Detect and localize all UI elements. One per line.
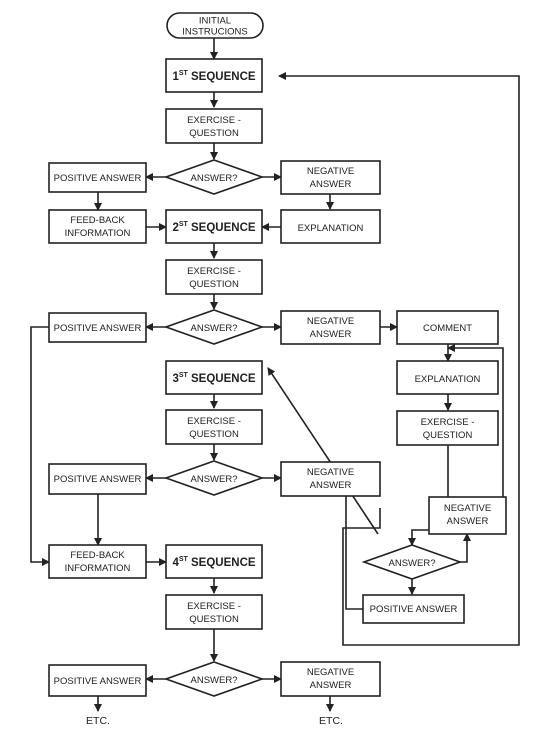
explanation-1-node: EXPLANATION	[280, 209, 381, 244]
answer-decision-remedial: ANSWER?	[361, 544, 463, 580]
sequence-4-node: 4ST SEQUENCE	[165, 544, 263, 579]
label-line-1: EXERCISE -	[187, 115, 241, 126]
box-label: POSITIVE ANSWER	[54, 323, 142, 334]
label-line-1: FEED-BACK	[70, 215, 125, 226]
box-label: EXPLANATION	[415, 374, 481, 385]
label-line-2: INFORMATION	[65, 228, 131, 239]
explanation-2-node: EXPLANATION	[396, 360, 499, 395]
label-line-2: QUESTION	[189, 429, 239, 440]
edge-pos2-fb2	[30, 326, 50, 566]
sequence-3-label: 3ST SEQUENCE	[172, 372, 255, 385]
label-line-1: FEED-BACK	[70, 550, 125, 561]
sequence-3-node: 3ST SEQUENCE	[165, 360, 263, 395]
initial-instructions-node: INITIAL INSTRUCIONS	[166, 12, 264, 39]
negative-answer-remedial-node: NEGATIVE ANSWER	[428, 496, 507, 535]
label-line-1: EXERCISE -	[187, 601, 241, 612]
label-line-2: INFORMATION	[65, 563, 131, 574]
edge-posr-neg3	[345, 484, 381, 610]
answer-decision-2: ANSWER?	[163, 309, 265, 345]
label-line-1: NEGATIVE	[307, 166, 354, 177]
exercise-question-1-node: EXERCISE - QUESTION	[165, 108, 263, 144]
positive-answer-1-node: POSITIVE ANSWER	[48, 162, 147, 193]
label-line-1: NEGATIVE	[307, 667, 354, 678]
positive-answer-3-node: POSITIVE ANSWER	[48, 463, 147, 495]
decision-label: ANSWER?	[389, 558, 436, 569]
etc-right-label: ETC.	[319, 715, 343, 727]
label-line-2: ANSWER	[310, 179, 352, 190]
box-label: EXPLANATION	[298, 223, 364, 234]
box-label: POSITIVE ANSWER	[370, 604, 458, 615]
label-line-1: EXERCISE -	[187, 266, 241, 277]
positive-answer-remedial-node: POSITIVE ANSWER	[362, 594, 465, 624]
label-line-1: EXERCISE -	[187, 416, 241, 427]
edge-ansr-negr	[460, 533, 471, 563]
answer-decision-1: ANSWER?	[163, 159, 265, 195]
answer-decision-3: ANSWER?	[163, 460, 265, 496]
decision-label: ANSWER?	[191, 323, 238, 334]
negative-answer-1-node: NEGATIVE ANSWER	[280, 160, 381, 195]
box-label: POSITIVE ANSWER	[54, 474, 142, 485]
label-line-2: ANSWER	[310, 680, 352, 691]
label-line-2: ANSWER	[310, 329, 352, 340]
etc-left-label: ETC.	[86, 715, 110, 727]
label-line-2: QUESTION	[189, 614, 239, 625]
sequence-2-label: 2ST SEQUENCE	[172, 221, 255, 234]
decision-label: ANSWER?	[191, 675, 238, 686]
decision-label: ANSWER?	[191, 173, 238, 184]
comment-node: COMMENT	[396, 310, 499, 345]
label-line-2: QUESTION	[189, 128, 239, 139]
negative-answer-2-node: NEGATIVE ANSWER	[280, 310, 381, 345]
label-line-1: NEGATIVE	[307, 316, 354, 327]
positive-answer-2-node: POSITIVE ANSWER	[48, 312, 147, 343]
feedback-information-1-node: FEED-BACK INFORMATION	[48, 209, 147, 244]
label-line-2: QUESTION	[189, 279, 239, 290]
edges	[30, 38, 520, 712]
positive-answer-4-node: POSITIVE ANSWER	[48, 664, 147, 697]
exercise-question-4-node: EXERCISE - QUESTION	[165, 594, 263, 630]
edge-loop-seq1	[278, 72, 520, 646]
answer-decision-4: ANSWER?	[163, 661, 265, 697]
box-label: POSITIVE ANSWER	[54, 173, 142, 184]
exercise-question-2-node: EXERCISE - QUESTION	[165, 259, 263, 295]
exercise-question-remedial-node: EXERCISE - QUESTION	[396, 410, 499, 446]
label-line-1: NEGATIVE	[307, 467, 354, 478]
edge-negr-expl2	[447, 344, 504, 497]
exercise-question-3-node: EXERCISE - QUESTION	[165, 409, 263, 445]
label-line-1: NEGATIVE	[444, 503, 491, 514]
sequence-1-node: 1ST SEQUENCE	[165, 58, 263, 93]
sequence-4-label: 4ST SEQUENCE	[172, 556, 255, 569]
negative-answer-3-node: NEGATIVE ANSWER	[280, 461, 381, 497]
box-label: COMMENT	[423, 323, 472, 334]
label-line-2: INSTRUCIONS	[182, 27, 247, 38]
feedback-information-2-node: FEED-BACK INFORMATION	[48, 544, 147, 579]
label-line-1: INITIAL	[199, 16, 231, 27]
negative-answer-4-node: NEGATIVE ANSWER	[280, 661, 381, 697]
sequence-1-label: 1ST SEQUENCE	[172, 70, 255, 83]
label-line-2: QUESTION	[423, 430, 473, 441]
box-label: POSITIVE ANSWER	[54, 676, 142, 687]
decision-label: ANSWER?	[191, 474, 238, 485]
label-line-2: ANSWER	[310, 480, 352, 491]
edge-negr-seq3	[267, 367, 379, 535]
sequence-2-node: 2ST SEQUENCE	[165, 209, 263, 244]
label-line-2: ANSWER	[447, 516, 489, 527]
label-line-1: EXERCISE -	[421, 417, 475, 428]
